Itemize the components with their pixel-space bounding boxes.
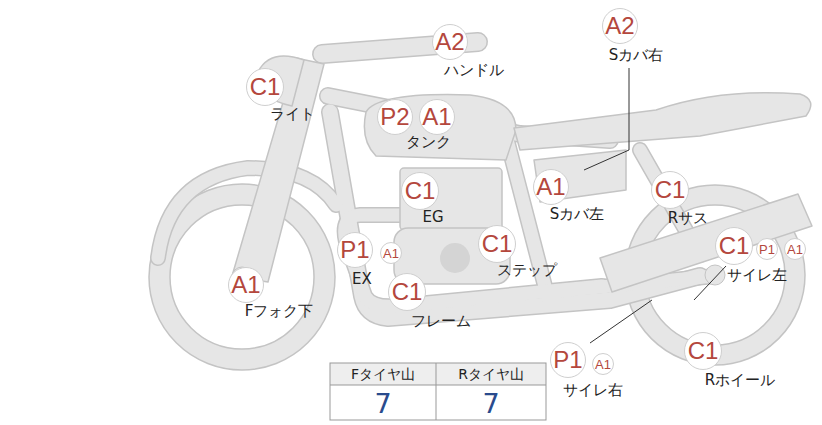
table-rule <box>330 385 546 386</box>
callout-code: C1 <box>392 280 423 304</box>
callout-badge: A1 <box>592 353 614 375</box>
part-name: サイレ左 <box>727 267 787 284</box>
part-name: サイレ右 <box>563 382 623 399</box>
callout-badge: A1 <box>228 267 264 303</box>
leader-line <box>584 68 629 170</box>
callout-code: A1 <box>595 358 611 371</box>
callout-badge: C1 <box>246 68 284 106</box>
callout-code: A1 <box>231 273 260 297</box>
table-cell: 7 <box>374 388 391 419</box>
engine-cover <box>440 243 470 273</box>
leader-line <box>590 300 652 343</box>
callout-badge: C1 <box>651 171 689 209</box>
callout-badge: P1 <box>756 238 778 260</box>
muffler <box>600 194 812 292</box>
callout-badge: A1 <box>419 99 455 135</box>
callout-code: A1 <box>787 243 803 256</box>
front-fork <box>232 58 324 282</box>
part-name: ステップ <box>497 262 557 279</box>
callout-badge: A1 <box>380 242 402 264</box>
front-rim <box>170 205 314 349</box>
callout-code: A2 <box>605 14 634 38</box>
callout-badge: A2 <box>432 24 468 60</box>
callout-badge: P2 <box>377 99 413 135</box>
body-parts <box>232 56 812 292</box>
table-rule <box>436 363 437 420</box>
callout-code: P1 <box>553 348 582 372</box>
callout-badge: A1 <box>784 238 806 260</box>
callout-code: A1 <box>383 247 399 260</box>
callout-code: P2 <box>380 105 409 129</box>
part-name: フレーム <box>411 313 471 330</box>
part-name: Rサス <box>668 210 708 227</box>
part-name: Sカバ右 <box>609 47 664 64</box>
leader-lines <box>584 68 726 343</box>
table-cell: Fタイヤ山 <box>351 366 415 382</box>
part-name: ハンドル <box>444 62 504 79</box>
rear-hub <box>705 265 725 285</box>
part-name: EG <box>422 209 443 226</box>
part-name: Rホイール <box>705 372 775 389</box>
callout-badge: C1 <box>715 227 753 265</box>
tire-table <box>330 363 546 420</box>
part-name: EX <box>352 271 372 288</box>
callout-code: A1 <box>422 105 451 129</box>
part-name: Sカバ左 <box>550 206 605 223</box>
part-name: ライト <box>270 106 315 123</box>
tank <box>364 95 516 160</box>
table-header <box>330 363 546 385</box>
part-name: Fフォク下 <box>245 303 314 320</box>
part-name: タンク <box>406 134 451 151</box>
callout-badge: A1 <box>533 169 569 205</box>
callout-badge: C1 <box>478 225 516 263</box>
callout-badge: P1 <box>550 342 586 378</box>
callout-code: A1 <box>536 175 565 199</box>
seat <box>514 93 811 150</box>
callout-badge: A2 <box>602 8 638 44</box>
leader-line <box>694 266 726 300</box>
callout-code: A2 <box>435 30 464 54</box>
table-cell: Rタイヤ山 <box>458 366 524 382</box>
callout-code: C1 <box>482 232 513 256</box>
callout-code: C1 <box>250 75 281 99</box>
callout-code: C1 <box>719 234 750 258</box>
callout-code: C1 <box>688 339 719 363</box>
callout-badge: C1 <box>401 172 439 210</box>
callout-code: C1 <box>655 178 686 202</box>
table-border <box>330 363 546 420</box>
engine-top <box>400 168 502 230</box>
callout-badge: C1 <box>388 273 426 311</box>
callout-badge: P1 <box>337 232 373 268</box>
callout-code: P1 <box>340 238 369 262</box>
callout-badge: C1 <box>684 332 722 370</box>
callout-code: P1 <box>759 243 775 256</box>
callout-code: C1 <box>405 179 436 203</box>
table-cell: 7 <box>482 388 499 419</box>
